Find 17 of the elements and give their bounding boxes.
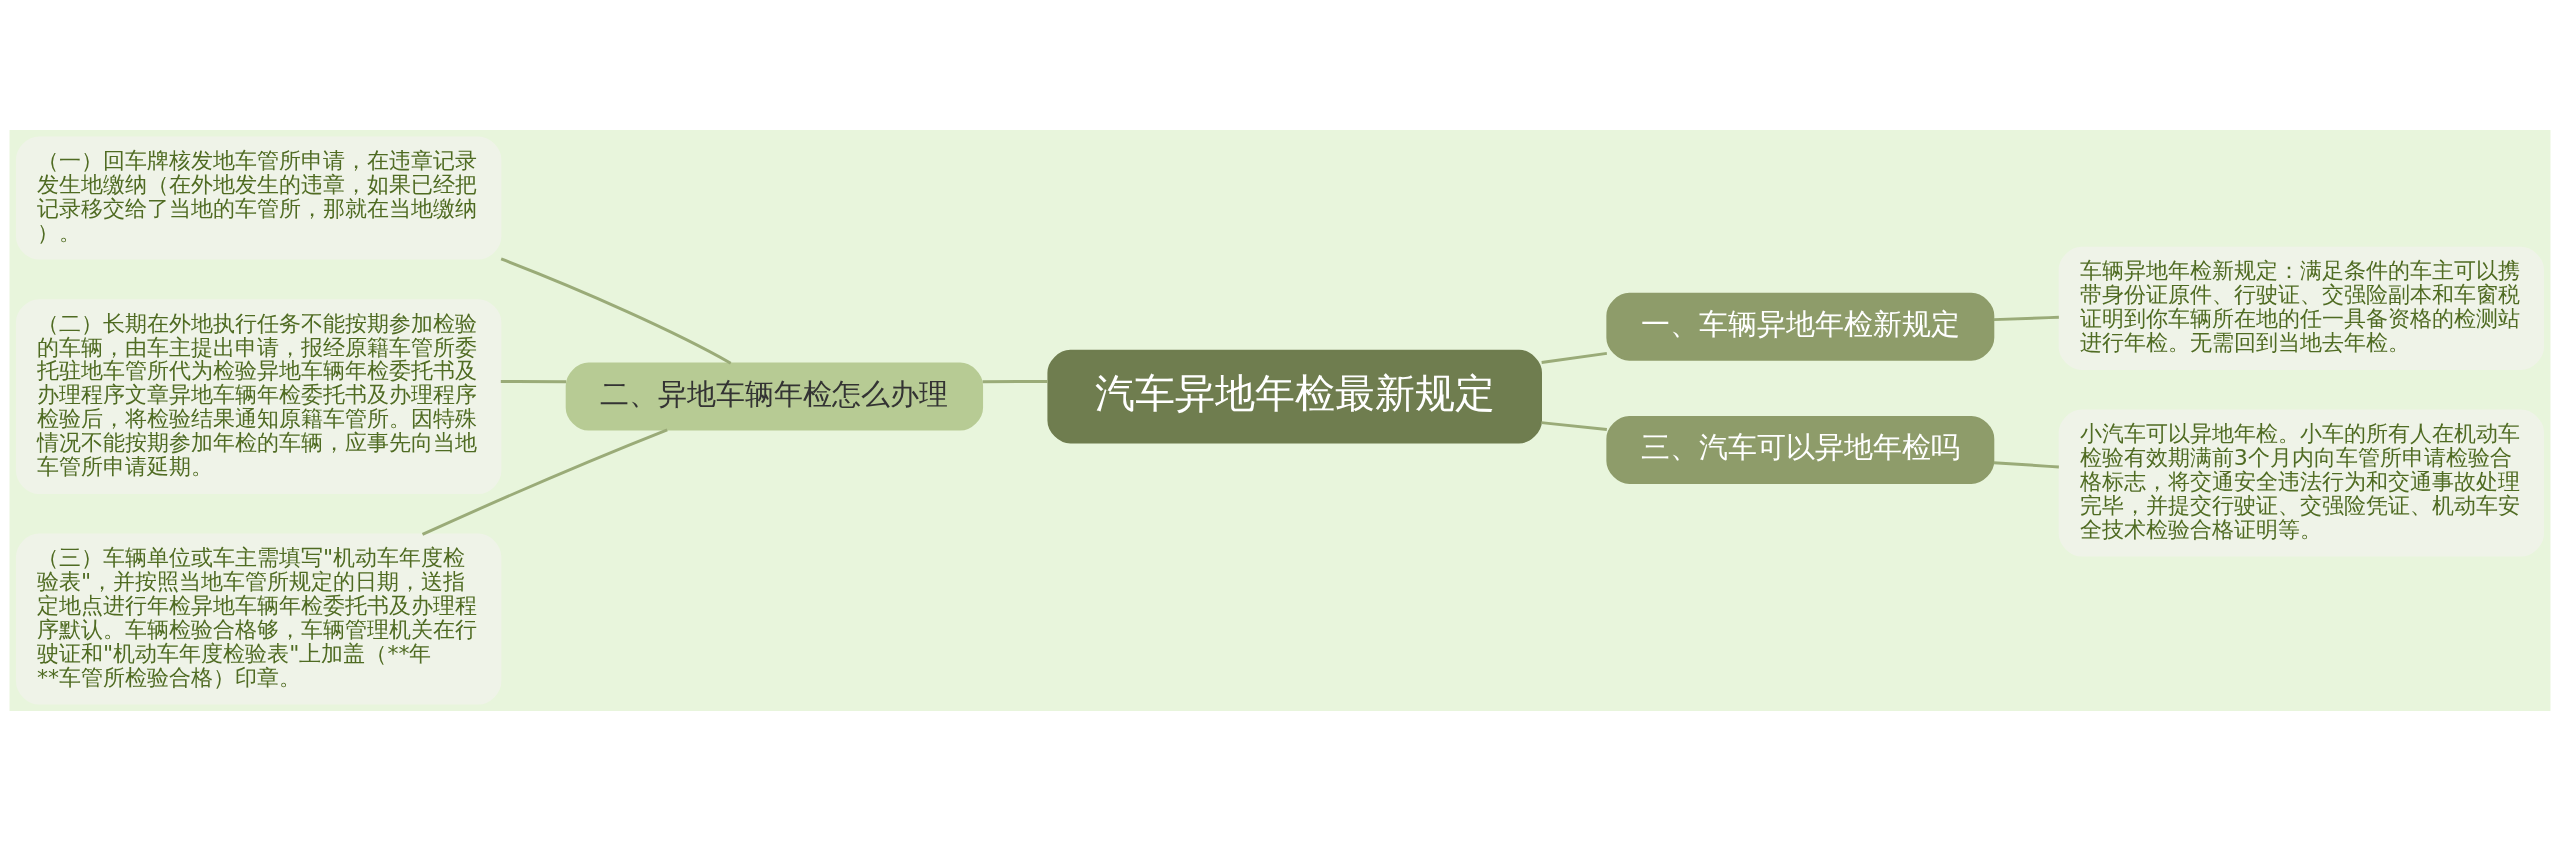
node-box: 小汽车可以异地年检。小车的所有人在机动车检验有效期满前3个月内向车管所申请检验合格标志，将交通安全违法行为和交通事故处理完毕，并提交行驶证、交强险凭证、机动车安全技术检验合格证明等。 — [2058, 409, 2545, 557]
node-box: （三）车辆单位或车主需填写"机动车年度检验表"，并按照当地车管所规定的日期，送指定地点进行年检异地车辆年检委托书及办理程序默认。车辆检验合格够，车辆管理机关在行驶证和"机动车年度检验表"上加盖（**年**车管所检验合格）印章。 — [15, 533, 502, 705]
node-box: （一）回车牌核发地车管所申请，在违章记录发生地缴纳（在外地发生的违章，如果已经把记录移交给了当地的车管所，那就在当地缴纳）。 — [15, 136, 502, 260]
node-box: 车辆异地年检新规定：满足条件的车主可以携带身份证原件、行驶证、交强险副本和车窗税证明到你车辆所在地的任一具备资格的检测站进行年检。无需回到当地去年检。 — [2058, 246, 2545, 370]
connector — [500, 379, 567, 384]
connector — [982, 379, 1048, 384]
connector — [1993, 461, 2059, 469]
node-box: （二）长期在外地执行任务不能按期参加检验的车辆，由车主提出申请，报经原籍车管所委托驻地车管所代为检验异地车辆年检委托书及办理程序文章异地车辆年检委托书及办理程序检验后，将检验结果通知原籍车管所。因特殊情况不能按期参加年检的车辆，应事先向当地车管所申请延期。 — [15, 299, 502, 495]
connector — [1541, 351, 1608, 364]
node-box: 汽车异地年检最新规定 — [1047, 349, 1542, 444]
connector — [500, 257, 732, 365]
connector — [1993, 315, 2059, 322]
connector — [421, 428, 668, 536]
node-box: 二、异地车辆年检怎么办理 — [565, 362, 984, 431]
connector — [1541, 421, 1607, 432]
node-box: 三、汽车可以异地年检吗 — [1606, 415, 1995, 484]
node-box: 一、车辆异地年检新规定 — [1606, 292, 1995, 361]
